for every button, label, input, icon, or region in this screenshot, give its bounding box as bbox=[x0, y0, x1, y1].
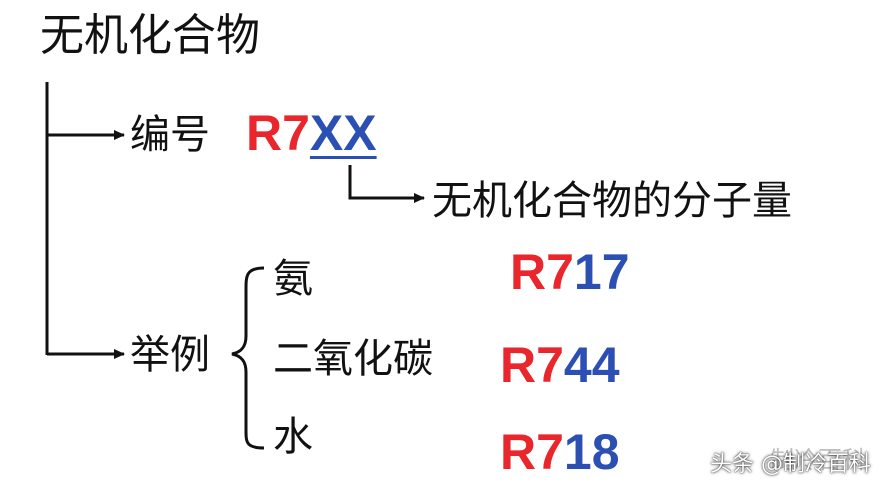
numbering-code: R7XX bbox=[246, 105, 377, 161]
code-prefix: R7 bbox=[510, 244, 574, 300]
watermark-ghost: 制冷百科 bbox=[770, 446, 866, 474]
example-name-co2: 二氧化碳 bbox=[273, 336, 433, 382]
example-name-ammonia: 氨 bbox=[273, 256, 313, 302]
examples-label: 举例 bbox=[130, 332, 210, 378]
numbering-suffix: XX bbox=[309, 105, 377, 161]
bracket-xx bbox=[348, 165, 425, 203]
page-title: 无机化合物 bbox=[40, 10, 260, 61]
numbering-label: 编号 bbox=[130, 112, 210, 158]
numbering-prefix: R7 bbox=[246, 105, 310, 161]
curly-brace bbox=[231, 266, 265, 450]
example-code-water: R718 bbox=[500, 424, 620, 480]
code-digits: 44 bbox=[563, 337, 620, 393]
example-code-ammonia: R717 bbox=[510, 244, 630, 300]
code-digits: 18 bbox=[563, 424, 620, 480]
example-name-water: 水 bbox=[273, 414, 313, 460]
numbering-explanation: 无机化合物的分子量 bbox=[432, 178, 792, 224]
code-prefix: R7 bbox=[500, 337, 564, 393]
code-digits: 17 bbox=[573, 244, 630, 300]
watermark: 头条 @制冷百科 bbox=[710, 452, 871, 477]
example-code-co2: R744 bbox=[500, 337, 620, 393]
code-prefix: R7 bbox=[500, 424, 564, 480]
